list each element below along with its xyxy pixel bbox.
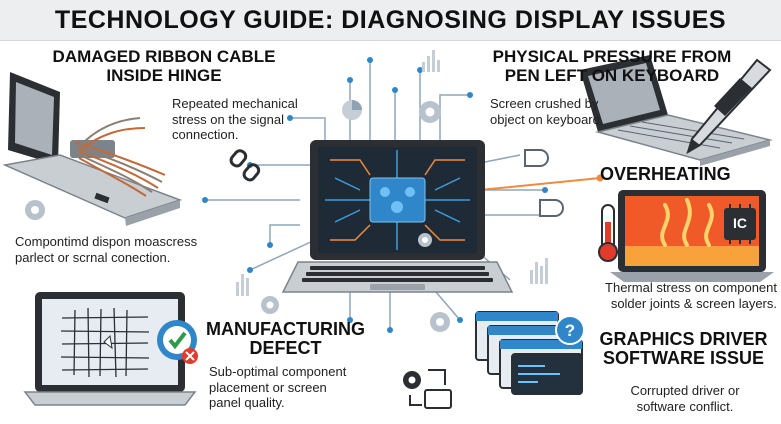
orange-connector — [479, 177, 601, 191]
overheating-description: Thermal stress on component solder joint… — [572, 280, 777, 311]
ribbon-cable-illustration — [2, 72, 183, 226]
gear-icon — [25, 101, 450, 332]
defect-laptop-illustration — [23, 292, 198, 406]
driver-desc-line2: software conflict. — [636, 398, 734, 414]
ribbon-heading-line2: INSIDE HINGE — [106, 66, 222, 85]
manufacturing-heading-line1: MANUFACTURING — [206, 319, 365, 339]
pressure-heading: PHYSICAL PRESSURE FROM PEN LEFT ON KEYBO… — [462, 47, 762, 85]
ribbon-desc-line3: connection. — [172, 127, 239, 142]
driver-description: Corrupted driver or software conflict. — [620, 383, 750, 414]
pressure-heading-line1: PHYSICAL PRESSURE FROM — [492, 47, 732, 66]
ribbon-desc2-line2: parlect or scrnal conection. — [15, 249, 171, 265]
pressure-heading-line2: PEN LEFT ON KEYBOARD — [504, 66, 720, 85]
driver-desc-line1: Corrupted driver or — [630, 383, 740, 398]
ribbon-desc-line1: Repeated mechanical — [172, 96, 298, 111]
manufacturing-desc-line2: placement or screen — [209, 379, 327, 395]
ribbon-description: Repeated mechanical stress on the signal… — [172, 96, 322, 143]
overheating-heading: OVERHEATING — [600, 164, 731, 184]
driver-heading: GRAPHICS DRIVER SOFTWARE ISSUE — [596, 330, 771, 368]
overheating-illustration — [598, 190, 774, 282]
ribbon-desc2-line1: Compontimd dispon moascress — [15, 234, 198, 249]
driver-heading-line2: SOFTWARE ISSUE — [602, 348, 764, 368]
page-title: TECHNOLOGY GUIDE: DIAGNOSING DISPLAY ISS… — [54, 6, 727, 34]
driver-windows-illustration: ? — [403, 311, 585, 409]
overheating-desc-line1: Thermal stress on component — [605, 280, 777, 295]
overheating-desc-line2: solder joints & screen layers. — [610, 295, 777, 311]
manufacturing-heading-line2: DEFECT — [249, 338, 322, 358]
manufacturing-desc-line1: Sub-optimal component — [209, 364, 347, 379]
ribbon-heading-line1: DAMAGED RIBBON CABLE — [52, 47, 276, 66]
central-laptop — [281, 140, 514, 293]
logic-gate-icon — [524, 149, 564, 217]
pressure-desc-line1: Screen crushed by — [490, 96, 599, 111]
manufacturing-desc-line3: panel quality. — [209, 395, 285, 410]
broken-link-icon — [229, 149, 261, 182]
pen-pressure-illustration — [580, 55, 773, 166]
connector-lines — [205, 60, 545, 330]
manufacturing-description: Sub-optimal component placement or scree… — [209, 364, 369, 411]
pie-chart-icon — [342, 100, 362, 120]
title-bar — [0, 0, 781, 41]
ribbon-desc-line2: stress on the signal — [172, 111, 285, 127]
ic-chip-label: IC — [733, 215, 747, 231]
pressure-description: Screen crushed by object on keyboard. — [490, 96, 620, 127]
driver-heading-line1: GRAPHICS DRIVER — [599, 329, 768, 349]
svg-text:?: ? — [565, 321, 575, 340]
bar-chart-icon — [236, 50, 548, 296]
pressure-desc-line2: object on keyboard. — [490, 111, 604, 127]
ribbon-heading: DAMAGED RIBBON CABLE INSIDE HINGE — [14, 47, 314, 85]
manufacturing-heading: MANUFACTURING DEFECT — [198, 320, 373, 358]
ribbon-secondary-description: Compontimd dispon moascress parlect or s… — [15, 234, 245, 265]
